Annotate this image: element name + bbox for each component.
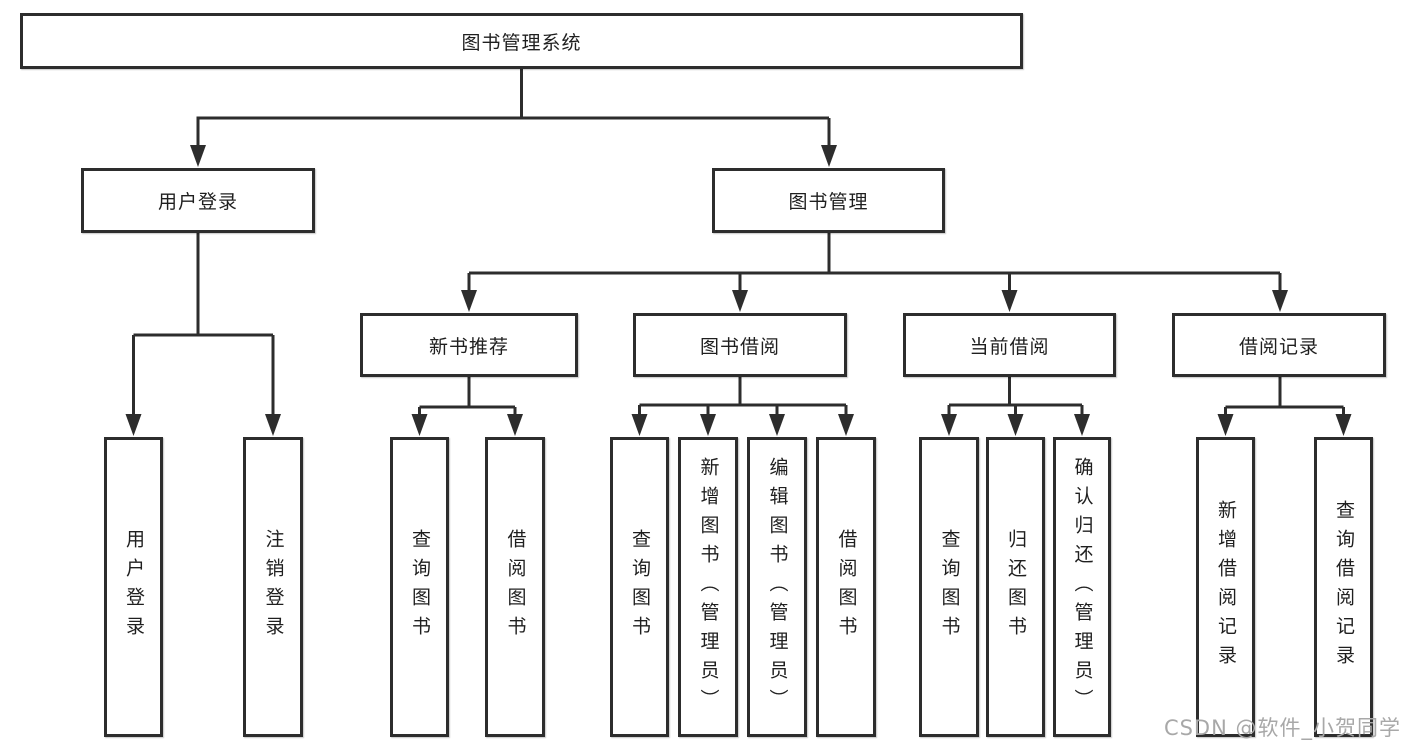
arrowhead-icons — [125, 145, 1352, 436]
leaf-borrow-books: 借阅图书 — [816, 437, 876, 737]
node-borrowing-records: 借阅记录 — [1172, 313, 1386, 377]
leaf-return-book: 归还图书 — [986, 437, 1045, 737]
node-current-borrowing: 当前借阅 — [903, 313, 1116, 377]
leaf-user-login: 用户登录 — [104, 437, 163, 737]
leaf-add-book-admin: 新增图书（管理员） — [678, 437, 738, 737]
leaf-add-borrow-record: 新增借阅记录 — [1196, 437, 1255, 737]
leaf-confirm-return-admin: 确认归还（管理员） — [1053, 437, 1111, 737]
node-book-borrowing: 图书借阅 — [633, 313, 847, 377]
leaf-query-books-borrow: 查询图书 — [610, 437, 669, 737]
node-user-login: 用户登录 — [81, 168, 315, 233]
leaf-edit-book-admin: 编辑图书（管理员） — [747, 437, 807, 737]
leaf-logout: 注销登录 — [243, 437, 303, 737]
csdn-watermark: CSDN @软件_小贺同学 — [1163, 716, 1401, 740]
leaf-query-borrow-record: 查询借阅记录 — [1314, 437, 1373, 737]
leaf-query-books-current: 查询图书 — [919, 437, 979, 737]
node-library-management-system: 图书管理系统 — [20, 13, 1023, 69]
leaf-query-books-recommend: 查询图书 — [390, 437, 449, 737]
node-new-book-recommend: 新书推荐 — [360, 313, 578, 377]
node-book-management: 图书管理 — [712, 168, 945, 233]
leaf-borrow-books-recommend: 借阅图书 — [485, 437, 545, 737]
